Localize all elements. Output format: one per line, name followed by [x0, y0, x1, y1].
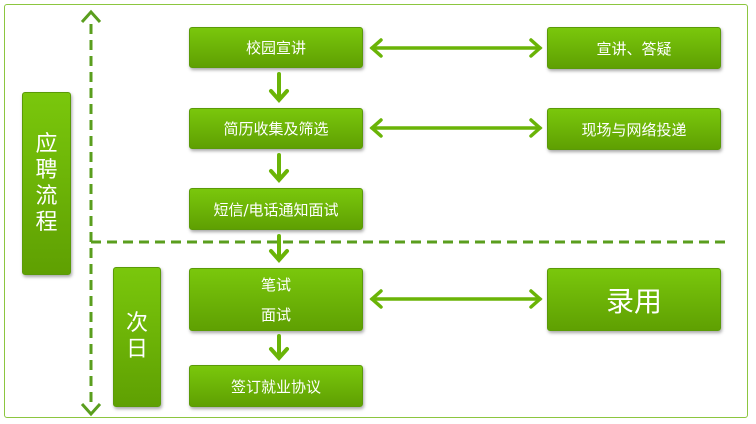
diagram-frame	[4, 4, 748, 418]
outcome-submission: 现场与网络投递	[547, 108, 721, 150]
outcome-hire: 录用	[547, 268, 721, 331]
timeline-dashed-arrow	[80, 9, 102, 417]
step-sign-contract: 签订就业协议	[189, 365, 363, 407]
step-label: 校园宣讲	[245, 39, 306, 57]
down-arrow	[269, 234, 289, 264]
next-day-label-char: 日	[125, 337, 148, 362]
down-arrow	[269, 72, 289, 104]
step-campus-talk: 校园宣讲	[189, 27, 363, 68]
process-label: 应 聘 流 程	[22, 92, 71, 275]
step-label: 短信/电话通知面试	[213, 200, 339, 219]
outcome-qa: 宣讲、答疑	[547, 27, 721, 69]
step-sms-notice: 短信/电话通知面试	[189, 188, 363, 230]
bidirectional-arrow	[369, 289, 543, 309]
step-resume-screening: 简历收集及筛选	[189, 108, 363, 149]
process-label-char: 应	[35, 131, 58, 157]
step-label: 面试	[260, 305, 291, 324]
next-day-label: 次 日	[113, 267, 161, 407]
step-label: 简历收集及筛选	[223, 120, 329, 138]
outcome-label: 宣讲、答疑	[596, 39, 672, 58]
outcome-label: 录用	[605, 284, 662, 318]
step-written-test-interview: 笔试 面试	[189, 268, 363, 331]
bidirectional-arrow	[369, 38, 543, 58]
next-day-label-char: 次	[125, 311, 148, 336]
step-label: 签订就业协议	[230, 377, 321, 396]
process-label-char: 程	[35, 209, 58, 235]
step-label: 笔试	[260, 275, 291, 294]
outcome-label: 现场与网络投递	[581, 120, 687, 139]
bidirectional-arrow	[369, 118, 543, 138]
process-label-char: 聘	[35, 157, 58, 183]
process-label-char: 流	[35, 183, 58, 209]
down-arrow	[269, 334, 289, 362]
down-arrow	[269, 153, 289, 184]
